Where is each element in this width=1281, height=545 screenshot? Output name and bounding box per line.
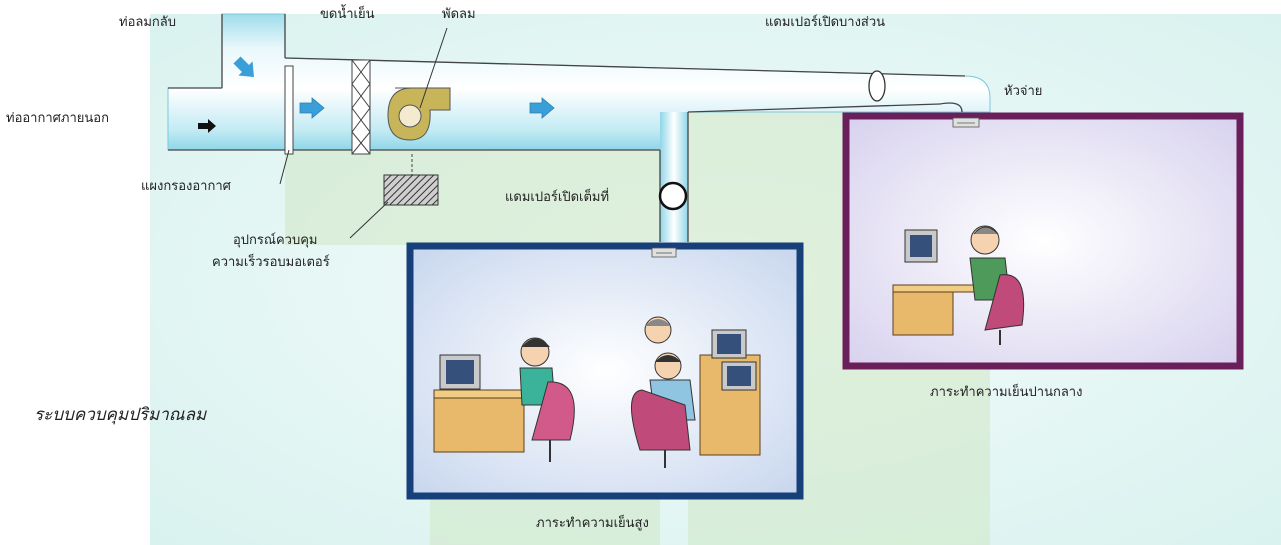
main-duct bbox=[167, 13, 991, 242]
leader-speed-controller bbox=[349, 201, 389, 239]
label-outside-air-duct: ท่ออากาศภายนอก bbox=[6, 111, 109, 126]
label-diffuser: หัวจ่าย bbox=[1004, 84, 1042, 99]
system-title: ระบบควบคุมปริมาณลม bbox=[34, 405, 207, 425]
office-worker-high-room-left bbox=[433, 337, 575, 462]
cooling-coil bbox=[351, 59, 371, 155]
office-worker-medium-room bbox=[892, 225, 1025, 345]
motor-speed-controller bbox=[383, 174, 439, 206]
label-medium-load: ภาระทำความเย็นปานกลาง bbox=[930, 382, 1082, 400]
air-filter bbox=[284, 65, 294, 155]
label-air-filter: แผงกรองอากาศ bbox=[141, 179, 232, 194]
label-fan: พัดลม bbox=[442, 7, 476, 22]
label-cooling-coil: ขดน้ำเย็น bbox=[320, 4, 375, 22]
full-open-damper bbox=[658, 181, 688, 211]
leader-fan bbox=[419, 27, 448, 109]
supply-fan bbox=[387, 87, 451, 175]
office-worker-high-room-right bbox=[631, 316, 761, 468]
label-partial-damper: แดมเปอร์เปิดบางส่วน bbox=[765, 14, 885, 30]
label-speed-controller-1: อุปกรณ์ควบคุม bbox=[233, 232, 318, 248]
leader-filter bbox=[279, 149, 290, 185]
label-full-damper: แดมเปอร์เปิดเต็มที่ bbox=[505, 187, 609, 205]
label-speed-controller-2: ความเร็วรอบมอเตอร์ bbox=[212, 252, 330, 270]
label-return-duct: ท่อลมกลับ bbox=[119, 15, 176, 30]
label-high-load: ภาระทำความเย็นสูง bbox=[536, 513, 649, 531]
outside-air-arrow bbox=[198, 119, 216, 133]
partial-open-damper bbox=[868, 70, 886, 102]
